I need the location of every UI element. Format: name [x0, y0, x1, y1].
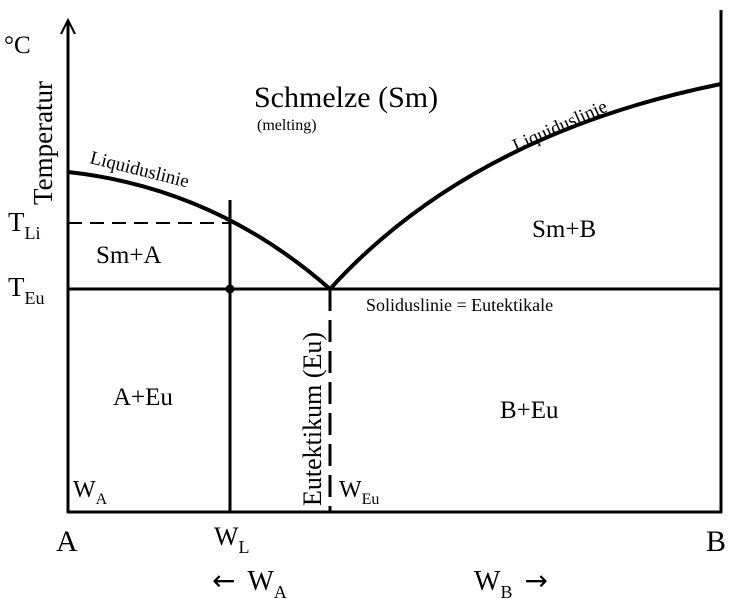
wl-intersection-dot [225, 284, 235, 294]
melt-region-note: (melting) [257, 117, 317, 134]
wa-direction-label: ←WA [212, 564, 287, 599]
component-b-label: B [706, 525, 726, 558]
liquidus-curve-right [328, 82, 722, 291]
melt-region-label: Schmelze (Sm) [254, 81, 438, 114]
liquidus-curve-left [67, 170, 332, 291]
solidus-label: Soliduslinie = Eutektikale [366, 295, 553, 315]
sm-b-region-label: Sm+B [532, 216, 596, 243]
weu-label: WEu [339, 477, 379, 508]
wl-axis-label: WL [214, 522, 250, 557]
eutectic-vertical-label: Eutektikum (Eu) [298, 332, 327, 506]
sm-a-region-label: Sm+A [96, 242, 162, 269]
y-axis-arrowhead [60, 17, 76, 35]
t-eu-label: TEu [8, 272, 45, 308]
b-eu-region-label: B+Eu [500, 397, 559, 424]
component-a-label: A [56, 525, 78, 558]
y-axis-title: Temperatur [28, 81, 58, 205]
liquidus-label-right: Liquiduslinie [509, 96, 610, 156]
t-li-label: TLi [8, 207, 41, 243]
temperature-unit: °C [4, 32, 31, 59]
a-eu-region-label: A+Eu [113, 384, 173, 411]
wa-inner-label: WA [73, 477, 108, 508]
wb-direction-label: WB→ [474, 564, 548, 599]
